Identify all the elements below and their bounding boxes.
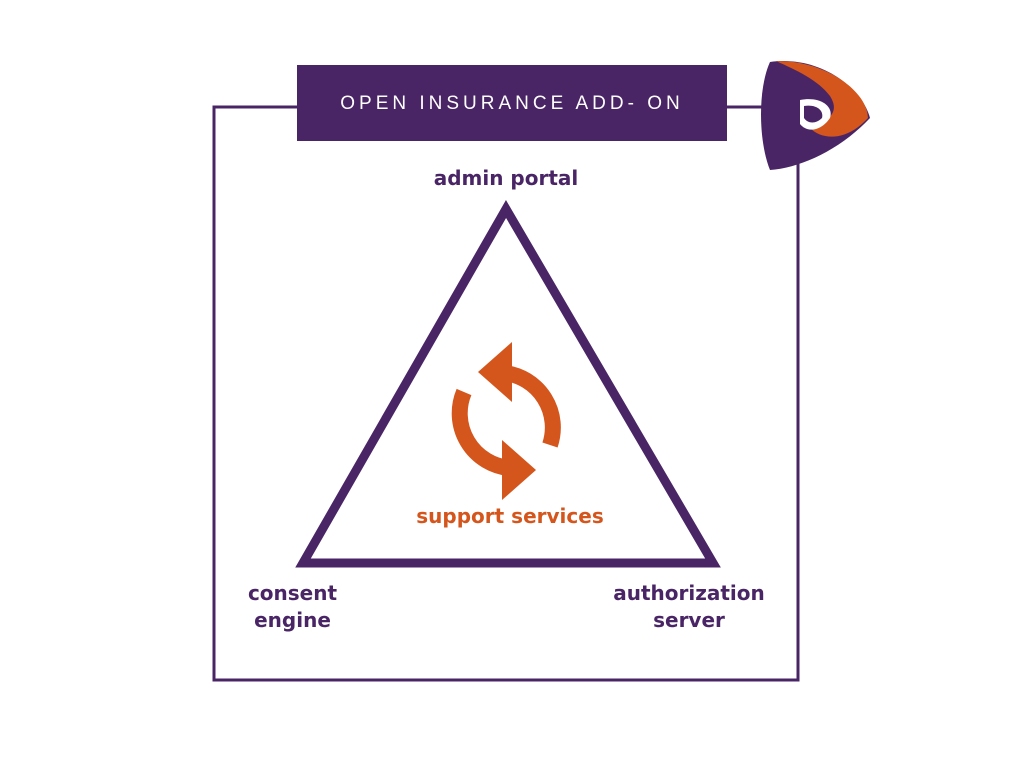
title-banner: OPEN INSURANCE ADD- ON — [297, 65, 727, 141]
node-label-admin-portal: admin portal — [433, 166, 579, 190]
node-label-authorization-server: authorization server — [613, 581, 765, 632]
center-label-support-services: support services — [416, 504, 604, 528]
brand-logo-icon — [761, 60, 870, 170]
banner-title: OPEN INSURANCE ADD- ON — [340, 93, 684, 114]
relationship-triangle — [295, 200, 721, 568]
node-label-consent-engine: consent engine — [247, 581, 338, 632]
refresh-cycle-icon — [451, 342, 561, 500]
outer-frame — [212, 105, 800, 682]
